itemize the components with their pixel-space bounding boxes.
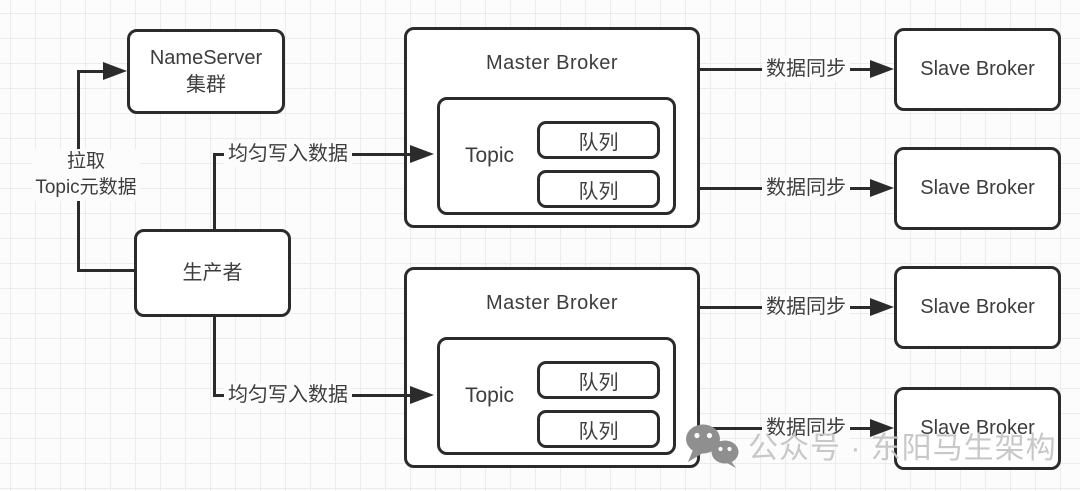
nameserver-label-line1: NameServer <box>149 46 263 69</box>
queue-box-2a: 队列 <box>537 361 660 399</box>
sync-arrowhead-1-icon <box>870 60 894 78</box>
pull-metadata-label-line1: 拉取 <box>66 151 106 172</box>
sync-arrowhead-3-icon <box>870 298 894 316</box>
slave-broker-2-label: Slave Broker <box>920 177 1035 199</box>
write-arrowhead-1-icon <box>410 145 434 163</box>
slave-broker-box-2: Slave Broker <box>894 147 1061 230</box>
queue-box-1a: 队列 <box>537 121 660 159</box>
write-arrowhead-2-icon <box>410 386 434 404</box>
queue-box-2b: 队列 <box>537 410 660 448</box>
sync-arrowhead-2-icon <box>870 179 894 197</box>
slave-broker-box-3: Slave Broker <box>894 266 1061 349</box>
topic-2-label: Topic <box>465 384 515 407</box>
pull-metadata-label-line2: Topic元数据 <box>35 177 137 198</box>
nameserver-label-line2: 集群 <box>185 73 226 96</box>
slave-broker-3-label: Slave Broker <box>920 296 1035 318</box>
slave-broker-box-4: Slave Broker <box>894 387 1061 470</box>
slave-broker-4-label: Slave Broker <box>920 417 1035 439</box>
topic-1-label: Topic <box>465 144 515 167</box>
queue-1a-label: 队列 <box>578 131 619 154</box>
watermark: 公众号 · 东阳马生架构 <box>684 422 1057 468</box>
write-label-1: 均匀写入数据 <box>224 141 352 167</box>
nameserver-label: NameServer 集群 <box>150 45 262 99</box>
slave-broker-box-1: Slave Broker <box>894 28 1061 111</box>
pull-metadata-label: 拉取 Topic元数据 <box>32 149 140 201</box>
write-connector-2-vertical-line <box>213 316 216 397</box>
sync-label-4: 数据同步 <box>762 415 850 441</box>
topic-box-2: Topic 队列 队列 <box>437 337 676 455</box>
watermark-text: 公众号 · 东阳马生架构 <box>748 432 1057 465</box>
slave-broker-1-label: Slave Broker <box>920 58 1035 80</box>
sync-label-2: 数据同步 <box>762 175 850 201</box>
sync-arrowhead-4-icon <box>870 419 894 437</box>
topic-box-1: Topic 队列 队列 <box>437 97 676 215</box>
sync-label-3: 数据同步 <box>762 294 850 320</box>
pull-connector-bottom-line <box>77 269 137 272</box>
master-broker-box-1: Master Broker Topic 队列 队列 <box>404 27 700 228</box>
producer-label: 生产者 <box>182 261 243 284</box>
pull-connector-top-line <box>77 70 107 73</box>
sync-label-1: 数据同步 <box>762 56 850 82</box>
wechat-icon <box>686 424 739 468</box>
queue-2a-label: 队列 <box>578 371 619 394</box>
pull-arrowhead-icon <box>103 62 127 80</box>
master-broker-box-2: Master Broker Topic 队列 队列 <box>404 267 700 468</box>
write-connector-1-vertical-line <box>213 154 216 230</box>
master-broker-1-title: Master Broker <box>485 52 619 74</box>
producer-box: 生产者 <box>134 229 291 317</box>
queue-2b-label: 队列 <box>578 420 619 443</box>
nameserver-box: NameServer 集群 <box>127 29 285 114</box>
master-broker-2-title: Master Broker <box>485 292 619 314</box>
queue-1b-label: 队列 <box>578 180 619 203</box>
write-label-2: 均匀写入数据 <box>224 382 352 408</box>
queue-box-1b: 队列 <box>537 170 660 208</box>
